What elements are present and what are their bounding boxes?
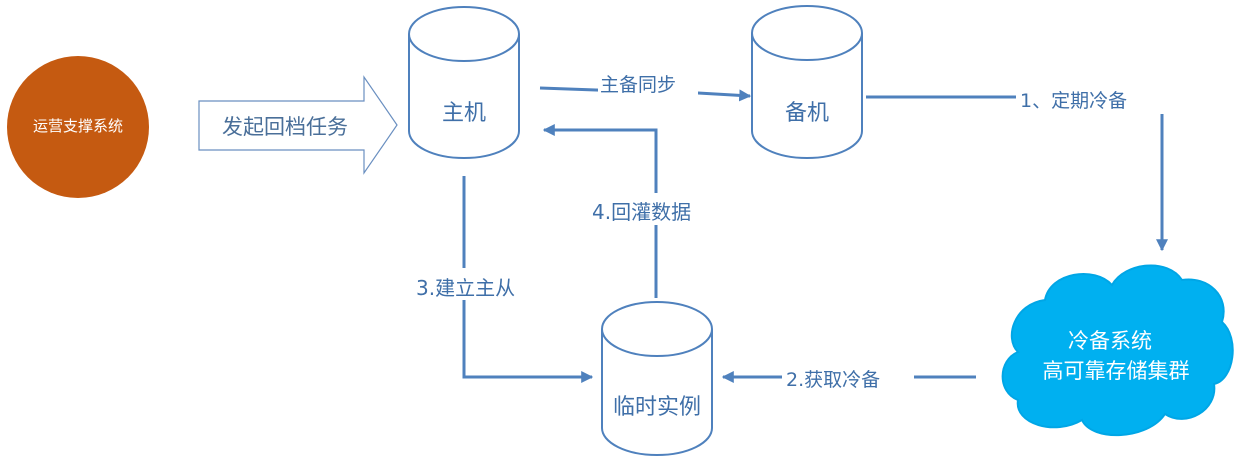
cold-backup-arrow	[866, 95, 1168, 252]
fetch-label: 2.获取冷备	[786, 369, 881, 391]
cold-backup-label: 1、定期冷备	[1020, 90, 1128, 112]
standby-cylinder	[751, 5, 863, 159]
restore-label: 4.回灌数据	[592, 200, 692, 224]
standby-label: 备机	[784, 101, 829, 126]
master-slave-label: 3.建立主从	[416, 276, 516, 300]
primary-label: 主机	[441, 101, 486, 126]
sync-label: 主备同步	[600, 74, 677, 96]
ops-circle	[7, 56, 149, 198]
primary-cylinder	[408, 6, 520, 159]
cloud-label-line2: 高可靠存储集群	[1042, 359, 1190, 383]
cold-backup-cloud	[1001, 264, 1234, 437]
initiate-block-arrow	[198, 75, 398, 175]
temp-instance-label: 临时实例	[612, 395, 701, 420]
ops-label: 运营支撑系统	[32, 117, 123, 135]
temp-instance-cylinder	[601, 301, 713, 456]
initiate-label: 发起回档任务	[222, 115, 348, 139]
cloud-label-line1: 冷备系统	[1068, 329, 1152, 353]
restore-arrow	[542, 124, 658, 298]
